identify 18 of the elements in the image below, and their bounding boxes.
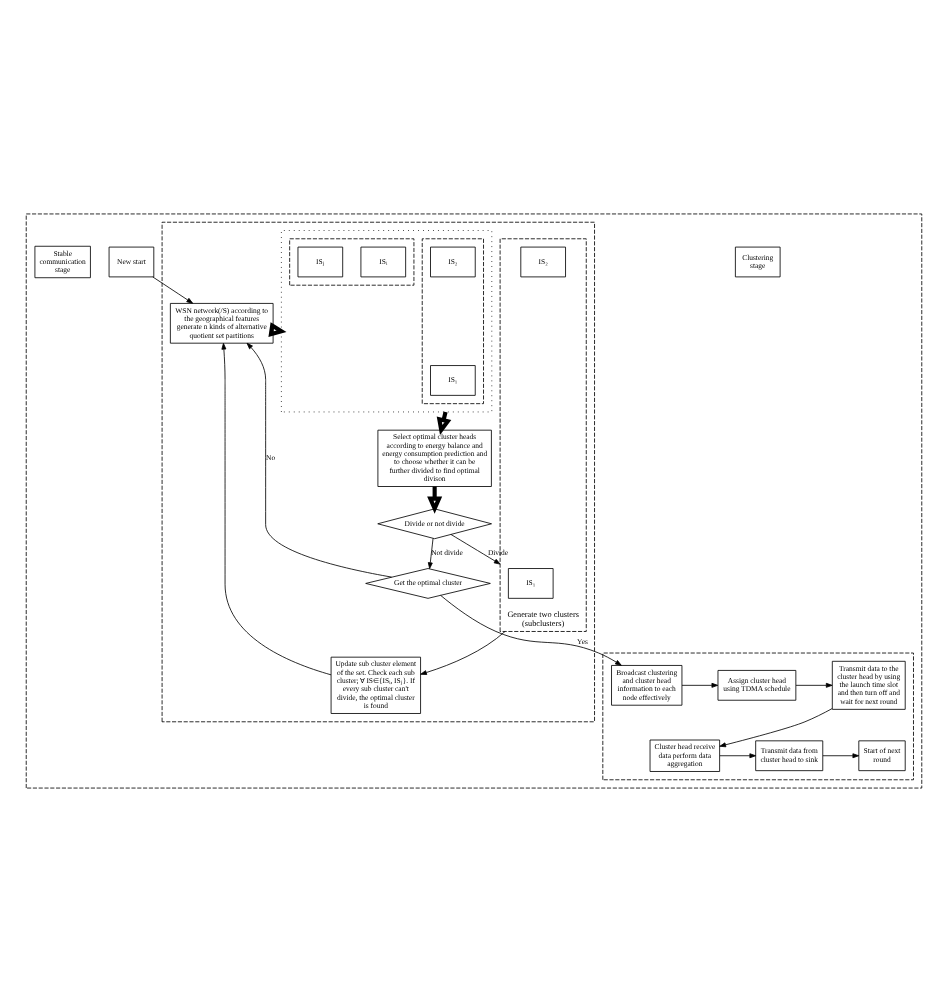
cluster <box>421 237 484 404</box>
arrow <box>719 707 833 747</box>
arrow <box>152 275 194 303</box>
cluster <box>25 212 923 788</box>
arrow <box>246 341 392 577</box>
arrow <box>795 681 833 687</box>
arrow <box>681 681 719 687</box>
cluster <box>280 229 493 412</box>
arrow <box>427 536 434 568</box>
arrow <box>450 533 501 564</box>
cluster <box>289 237 415 285</box>
arrow <box>719 752 757 758</box>
arrow <box>822 752 860 758</box>
arrow <box>420 630 506 674</box>
cluster <box>602 651 914 780</box>
cluster <box>161 220 595 722</box>
arrow <box>440 593 622 665</box>
arrow <box>221 341 332 675</box>
